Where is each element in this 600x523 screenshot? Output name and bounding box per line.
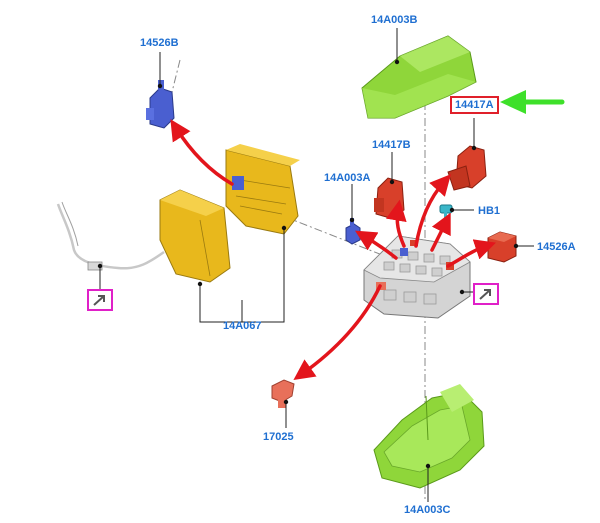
lower-tray-14A003C[interactable] bbox=[373, 384, 485, 489]
junction-box[interactable] bbox=[363, 235, 471, 319]
relay-14417A[interactable] bbox=[447, 145, 487, 191]
direction-arrows bbox=[170, 119, 496, 381]
callout-14526A[interactable]: 14526A bbox=[537, 241, 576, 253]
terminal-17025[interactable] bbox=[271, 379, 295, 408]
callout-14526B[interactable]: 14526B bbox=[140, 37, 179, 49]
link-arrow-icon[interactable] bbox=[473, 283, 499, 305]
cable-harness bbox=[56, 201, 165, 271]
leader-14A067 bbox=[199, 228, 285, 323]
leader-dots bbox=[97, 59, 519, 469]
relay-14526A[interactable] bbox=[487, 231, 517, 263]
relay-14417B[interactable] bbox=[374, 177, 405, 219]
bracket-lower[interactable] bbox=[159, 189, 231, 283]
callout-14A067[interactable]: 14A067 bbox=[223, 320, 262, 332]
upper-cover-14A003B[interactable] bbox=[361, 35, 477, 119]
callout-HB1[interactable]: HB1 bbox=[478, 205, 501, 217]
callout-14A003B[interactable]: 14A003B bbox=[371, 14, 418, 26]
leader-lines bbox=[99, 28, 534, 502]
callout-14A003C[interactable]: 14A003C bbox=[404, 504, 451, 516]
callout-17025[interactable]: 17025 bbox=[263, 431, 294, 443]
callout-14A003A[interactable]: 14A003A bbox=[324, 172, 371, 184]
callout-14417B[interactable]: 14417B bbox=[372, 139, 411, 151]
green-pointer-arrow bbox=[500, 90, 565, 114]
link-arrow-icon[interactable] bbox=[87, 289, 113, 311]
callout-14417A[interactable]: 14417A bbox=[450, 96, 499, 114]
bracket-upper[interactable] bbox=[225, 144, 300, 235]
